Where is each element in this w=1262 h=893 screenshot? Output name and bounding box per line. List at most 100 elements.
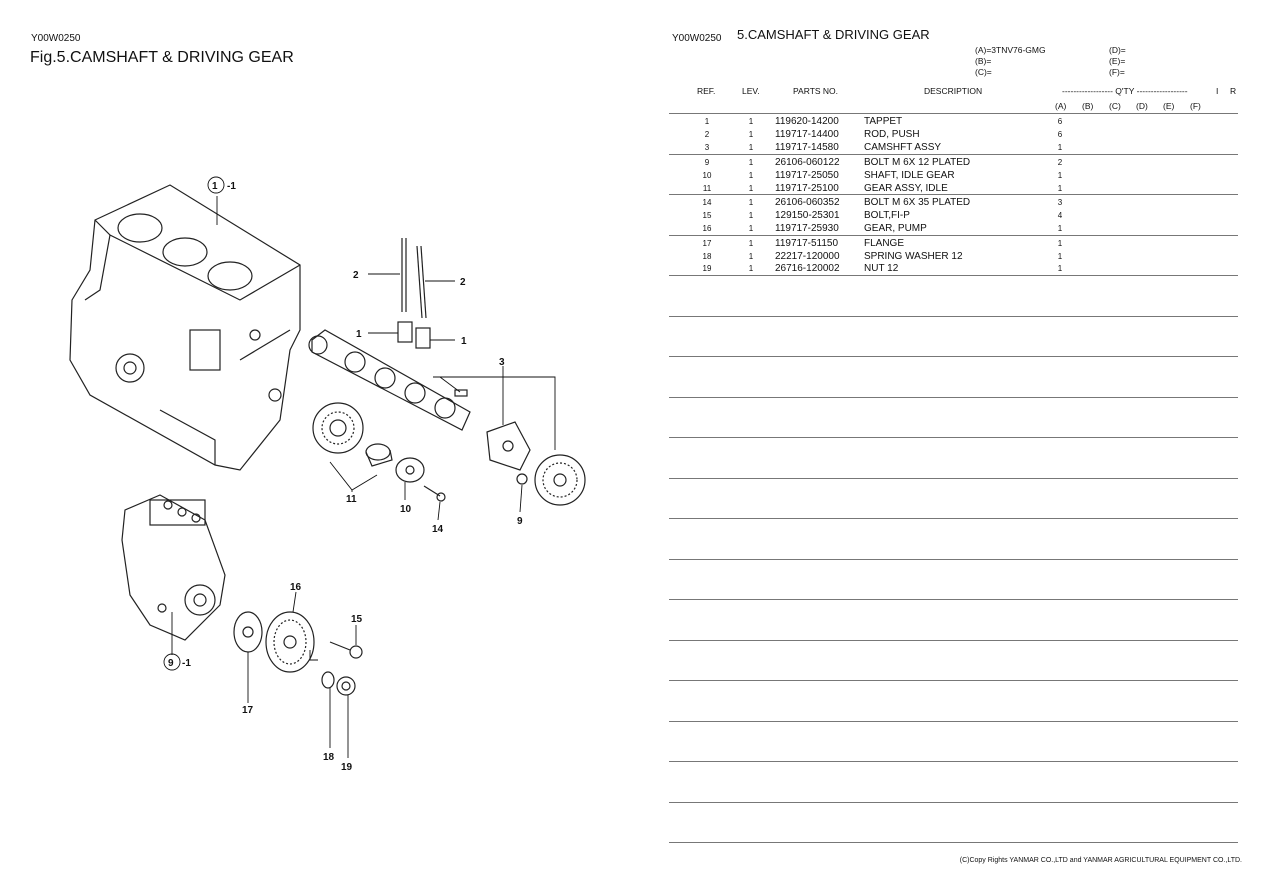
header-qty: ------------------ Q'TY ----------------…	[1062, 86, 1188, 96]
qty-col-b: (B)	[1082, 101, 1094, 111]
spring-washer	[321, 671, 335, 689]
row-description: CAMSHFT ASSY	[864, 142, 942, 153]
row-qty-a: 1	[1057, 171, 1063, 180]
header-description: DESCRIPTION	[924, 86, 983, 96]
figure-code: Y00W0250	[31, 33, 81, 44]
callout-1b: 1	[461, 336, 467, 347]
copyright-notice: (C)Copy Rights YANMAR CO.,LTD and YANMAR…	[959, 857, 1242, 864]
row-lev: 1	[748, 239, 754, 248]
row-part-no: 22217-120000	[775, 251, 840, 262]
camshaft	[311, 329, 471, 431]
nut	[336, 676, 356, 696]
page-code: Y00W0250	[672, 33, 722, 44]
qty-col-f: (F)	[1190, 101, 1201, 111]
group-rule	[669, 397, 1238, 398]
row-description: BOLT,FI-P	[864, 210, 910, 221]
model-b: (B)=	[975, 56, 992, 66]
idle-shaft	[365, 443, 391, 461]
table-row: 10 1 119717-25050 SHAFT, IDLE GEAR 1	[669, 170, 1239, 183]
row-qty-a: 1	[1057, 184, 1063, 193]
group-rule	[669, 478, 1238, 479]
table-row: 16 1 119717-25930 GEAR, PUMP 1	[669, 223, 1239, 236]
row-lev: 1	[748, 158, 754, 167]
qty-col-e: (E)	[1163, 101, 1175, 111]
model-a: (A)=3TNV76-GMG	[975, 45, 1046, 55]
callout-2a: 2	[353, 270, 359, 281]
qty-col-a: (A)	[1055, 101, 1067, 111]
row-description: NUT 12	[864, 263, 899, 274]
group-rule	[669, 275, 1238, 276]
camshaft-flange	[486, 421, 531, 471]
row-ref: 9	[704, 158, 710, 167]
callout-1-1-suffix: -1	[227, 181, 236, 192]
row-qty-a: 1	[1057, 143, 1063, 152]
row-qty-a: 3	[1057, 198, 1063, 207]
row-qty-a: 1	[1057, 264, 1063, 273]
group-rule	[669, 842, 1238, 843]
row-ref: 18	[702, 252, 712, 261]
row-description: GEAR, PUMP	[864, 223, 927, 234]
group-rule	[669, 235, 1238, 236]
model-c: (C)=	[975, 67, 992, 77]
figure-title: Fig.5.CAMSHAFT & DRIVING GEAR	[30, 49, 294, 66]
pump-flange	[233, 611, 263, 653]
row-description: TAPPET	[864, 116, 903, 127]
group-rule	[669, 802, 1238, 803]
group-rule	[669, 680, 1238, 681]
table-row: 18 1 22217-120000 SPRING WASHER 12 1	[669, 251, 1239, 264]
header-lev: LEV.	[742, 86, 760, 96]
callout-15: 15	[351, 614, 363, 625]
row-description: FLANGE	[864, 238, 905, 249]
row-part-no: 119717-14580	[775, 142, 839, 153]
row-description: GEAR ASSY, IDLE	[864, 183, 948, 194]
group-rule	[669, 761, 1238, 762]
row-ref: 11	[702, 184, 712, 193]
callout-1-1-num: 1	[212, 181, 218, 192]
row-lev: 1	[748, 143, 754, 152]
pump-gear	[265, 611, 315, 673]
group-rule	[669, 154, 1238, 155]
fuel-injection-pump	[121, 494, 226, 641]
model-d: (D)=	[1109, 45, 1126, 55]
table-header-rule	[669, 113, 1238, 114]
group-rule	[669, 437, 1238, 438]
row-lev: 1	[748, 198, 754, 207]
table-row: 17 1 119717-51150 FLANGE 1	[669, 238, 1239, 251]
tappet-2	[415, 327, 431, 349]
callout-14: 14	[432, 524, 444, 535]
row-ref: 15	[702, 211, 712, 220]
row-part-no: 119620-14200	[775, 116, 839, 127]
row-part-no: 119717-25930	[775, 223, 839, 234]
row-ref: 10	[702, 171, 712, 180]
row-ref: 2	[704, 130, 710, 139]
group-rule	[669, 194, 1238, 195]
row-ref: 1	[704, 117, 710, 126]
row-description: ROD, PUSH	[864, 129, 920, 140]
idle-gear	[312, 402, 364, 454]
row-part-no: 26106-060122	[775, 157, 840, 168]
row-description: SHAFT, IDLE GEAR	[864, 170, 955, 181]
group-rule	[669, 356, 1238, 357]
engine-block-drawing	[69, 184, 301, 471]
row-description: BOLT M 6X 12 PLATED	[864, 157, 971, 168]
group-rule	[669, 559, 1238, 560]
table-row: 11 1 119717-25100 GEAR ASSY, IDLE 1	[669, 183, 1239, 196]
row-ref: 16	[702, 224, 712, 233]
group-rule	[669, 599, 1238, 600]
callout-11: 11	[346, 494, 357, 505]
row-lev: 1	[748, 184, 754, 193]
table-row: 15 1 129150-25301 BOLT,FI-P 4	[669, 210, 1239, 223]
header-ref: REF.	[697, 86, 716, 96]
qty-col-c: (C)	[1109, 101, 1121, 111]
row-ref: 14	[702, 198, 712, 207]
callout-3: 3	[499, 357, 505, 368]
cam-gear	[534, 454, 586, 506]
row-lev: 1	[748, 224, 754, 233]
callout-17: 17	[242, 705, 254, 716]
header-i: I	[1216, 86, 1219, 96]
model-e: (E)=	[1109, 56, 1126, 66]
row-lev: 1	[748, 117, 754, 126]
row-qty-a: 4	[1057, 211, 1063, 220]
row-lev: 1	[748, 171, 754, 180]
group-rule	[669, 316, 1238, 317]
